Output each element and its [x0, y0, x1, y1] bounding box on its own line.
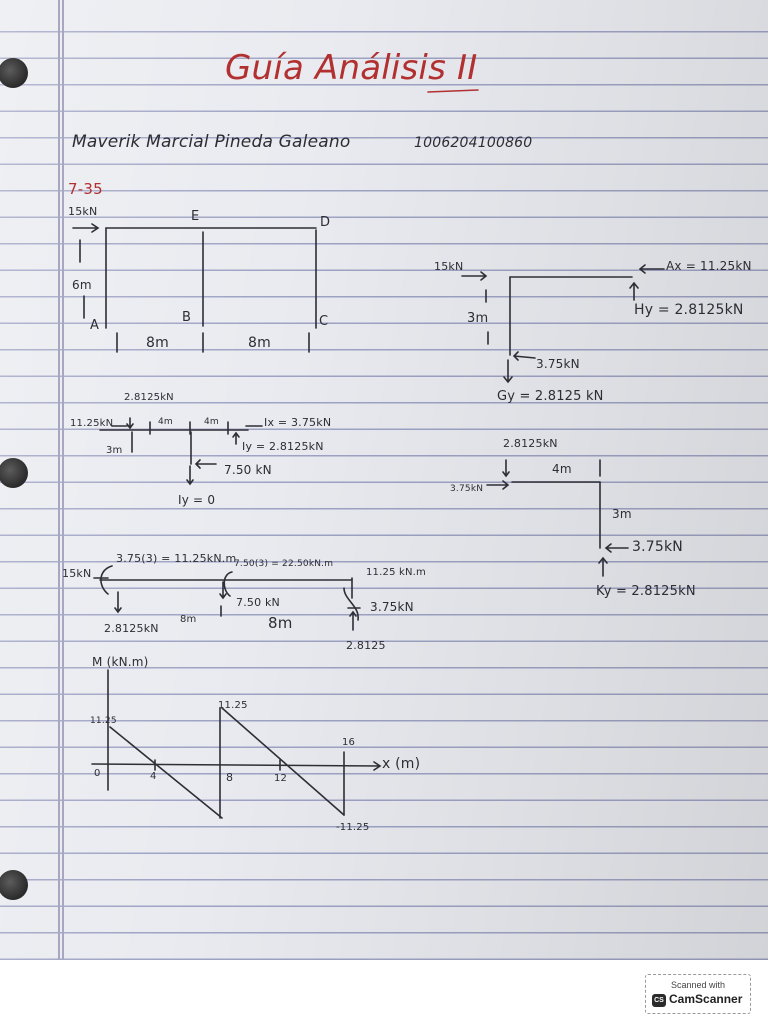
- fb-left-reaction: [114, 591, 122, 614]
- mb-ticks: [149, 421, 229, 435]
- rc-shear-label: 3.75kN: [536, 357, 580, 371]
- title-underline: [427, 89, 479, 93]
- handwritten-diagrams: [72, 89, 665, 819]
- md-value-top-mid: 11.25: [218, 700, 248, 711]
- fb-mid-force-label: 7.50 kN: [236, 596, 280, 609]
- mb-iy-right-label: Iy = 2.8125kN: [242, 440, 324, 453]
- rc-gy-arrow: [503, 359, 513, 384]
- student-id: 1006204100860: [414, 135, 533, 151]
- rc-gy-label: Gy = 2.8125 kN: [497, 389, 604, 404]
- fb-moment-a-label: 3.75(3) = 11.25kN.m: [116, 552, 237, 565]
- joint-c-label: C: [319, 314, 329, 329]
- mb-seg1-label: 4m: [158, 417, 173, 427]
- mb-left-force-label: 11.25kN: [70, 418, 114, 429]
- rm-horizontal-force-label: 3.75kN: [632, 539, 683, 555]
- scanner-watermark: Scanned with CS CamScanner: [645, 974, 751, 1014]
- rm-top-arrow: [502, 459, 510, 478]
- fb-right-force-label: 3.75kN: [370, 600, 414, 614]
- mb-iy-arrow: [232, 431, 240, 445]
- fb-moment-right-label: 11.25 kN.m: [366, 567, 426, 578]
- binder-hole: [0, 870, 28, 900]
- mb-stub-arrow: [194, 459, 217, 469]
- rc-hy-label: Hy = 2.8125kN: [634, 302, 744, 318]
- binder-hole: [0, 458, 28, 488]
- rc-load-arrow: [461, 271, 488, 281]
- camscanner-logo-icon: CS: [652, 994, 666, 1007]
- md-tick-4: 4: [150, 771, 157, 782]
- author-name: Maverik Marcial Pineda Galeano: [72, 132, 351, 152]
- fb-right-reaction: [349, 610, 357, 631]
- rm-ky-arrow: [598, 556, 608, 577]
- fb-mid-support: [219, 581, 227, 600]
- mb-top-arrow: [126, 417, 134, 430]
- frame-span-left: 8m: [146, 335, 169, 351]
- md-y-axis-label: M (kN.m): [92, 655, 149, 669]
- md-line-2: [221, 707, 345, 816]
- md-x-axis-label: x (m): [382, 756, 421, 772]
- frame-load-arrow: [72, 223, 100, 233]
- rm-left-arrow: [486, 480, 510, 490]
- md-value-bottom-right: -11.25: [336, 822, 370, 833]
- mb-top-force-label: 2.8125kN: [124, 392, 174, 403]
- md-value-top-left: 11.25: [90, 716, 117, 726]
- rm-top-force-label: 2.8125kN: [503, 437, 558, 450]
- scanner-brand: CamScanner: [669, 992, 743, 1006]
- fb-left-reaction-label: 2.8125kN: [104, 622, 159, 635]
- mb-iy-bottom-label: Iy = 0: [178, 493, 216, 507]
- fb-moment-mid-label: 7.50(3) = 22.50kN.m: [234, 559, 334, 569]
- scanner-caption: Scanned with: [670, 980, 726, 990]
- mb-left-height-label: 3m: [106, 445, 123, 456]
- md-tick-12: 12: [274, 773, 288, 784]
- rm-h-arrow: [604, 543, 629, 553]
- md-tick-8: 8: [226, 771, 234, 784]
- paper-shading: [0, 0, 768, 960]
- joint-a-label: A: [90, 318, 100, 333]
- rc-dim: [485, 289, 489, 345]
- rm-span-label: 4m: [552, 462, 572, 476]
- mb-ix-label: Ix = 3.75kN: [264, 416, 332, 429]
- fb-span-right-label: 8m: [268, 614, 293, 632]
- frame-dim-marks: [79, 239, 310, 353]
- md-tick-0: 0: [94, 768, 101, 779]
- rc-shear-arrow: [512, 351, 536, 361]
- md-ticks: [154, 759, 281, 771]
- rm-ky-label: Ky = 2.8125kN: [596, 584, 696, 599]
- fb-right-reaction-label: 2.8125: [346, 639, 386, 652]
- problem-number: 7-35: [68, 180, 103, 198]
- binder-hole: [0, 58, 28, 88]
- rc-ax-arrow: [638, 264, 665, 274]
- frame-load-label: 15kN: [68, 205, 98, 218]
- md-x-axis: [91, 761, 382, 771]
- rm-height-label: 3m: [612, 507, 632, 521]
- page-title: Guía Análisis II: [225, 48, 478, 88]
- rm-left-force-label: 3.75kN: [450, 484, 484, 494]
- rc-load-label: 15kN: [434, 260, 464, 273]
- margin-line: [58, 0, 60, 960]
- fb-moment-a: [100, 565, 113, 595]
- frame-span-right: 8m: [248, 335, 271, 351]
- mb-bottom-force-label: 7.50 kN: [224, 463, 272, 477]
- joint-b-label: B: [182, 310, 192, 325]
- frame-height-label: 6m: [72, 278, 92, 292]
- mb-iy-bottom-arrow: [186, 465, 194, 486]
- md-tick-16: 16: [342, 737, 356, 748]
- mb-seg2-label: 4m: [204, 417, 219, 427]
- rc-height-label: 3m: [467, 311, 489, 326]
- fb-right-moment: [343, 587, 359, 621]
- joint-e-label: E: [191, 209, 200, 224]
- rc-hy-arrow: [629, 281, 639, 301]
- rc-ax-label: Ax = 11.25kN: [666, 259, 752, 273]
- margin-line-double: [62, 0, 64, 960]
- joint-d-label: D: [320, 215, 331, 230]
- md-line-1: [109, 726, 223, 819]
- fb-mid-moment: [223, 571, 233, 597]
- fb-left-load-label: 15kN: [62, 567, 92, 580]
- fb-span-left-label: 8m: [180, 614, 197, 625]
- notebook-page: Guía Análisis II Maverik Marcial Pineda …: [0, 0, 768, 960]
